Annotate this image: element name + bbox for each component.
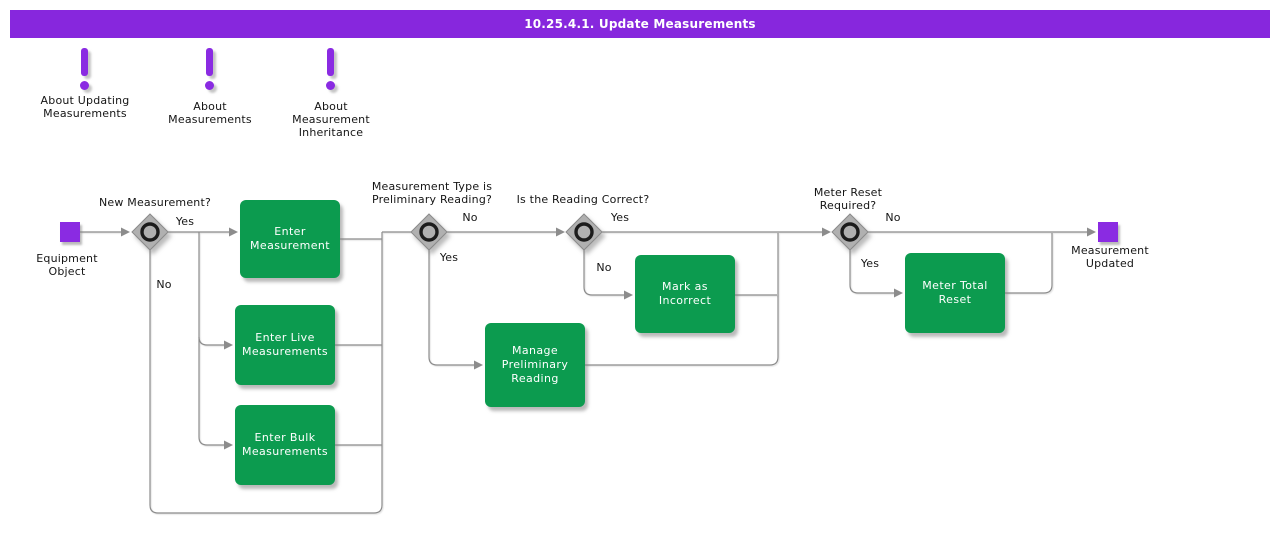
exclamation-icon[interactable]	[327, 48, 334, 76]
decision-new-measurement	[131, 213, 169, 251]
branch-no-label: No	[885, 211, 901, 224]
task-mark-as-incorrect[interactable]: Mark as Incorrect	[635, 255, 735, 333]
decision-meter-reset-required	[831, 213, 869, 251]
note-label[interactable]: About Measurements	[168, 100, 252, 126]
task-meter-total-reset[interactable]: Meter Total Reset	[905, 253, 1005, 333]
branch-yes-label: Yes	[175, 215, 195, 228]
decision-question: Measurement Type is Preliminary Reading?	[371, 180, 493, 206]
diagram-title: 10.25.4.1. Update Measurements	[10, 10, 1270, 38]
start-node-equipment-object	[60, 222, 80, 242]
decision-question: New Measurement?	[98, 196, 212, 209]
end-node-label: Measurement Updated	[1071, 244, 1149, 270]
branch-yes-label: Yes	[860, 257, 880, 270]
decision-question: Meter Reset Required?	[813, 186, 883, 212]
branch-no-label: No	[156, 278, 172, 291]
exclamation-icon[interactable]	[81, 48, 88, 76]
decision-measurement-type-preliminary	[410, 213, 448, 251]
decision-reading-correct	[565, 213, 603, 251]
connector-lines	[80, 231, 1087, 514]
task-enter-live-measurements[interactable]: Enter Live Measurements	[235, 305, 335, 385]
task-enter-measurement[interactable]: Enter Measurement	[240, 200, 340, 278]
exclamation-icon[interactable]	[206, 48, 213, 76]
exclamation-dot-icon[interactable]	[80, 81, 89, 90]
note-label[interactable]: About Measurement Inheritance	[292, 100, 370, 139]
branch-yes-label: Yes	[610, 211, 630, 224]
task-manage-preliminary-reading[interactable]: Manage Preliminary Reading	[485, 323, 585, 407]
exclamation-dot-icon[interactable]	[205, 81, 214, 90]
exclamation-dot-icon[interactable]	[326, 81, 335, 90]
end-node-measurement-updated	[1098, 222, 1118, 242]
decision-question: Is the Reading Correct?	[516, 193, 650, 206]
arrowheads	[121, 227, 1096, 450]
branch-yes-label: Yes	[439, 251, 459, 264]
branch-no-label: No	[596, 261, 612, 274]
note-label[interactable]: About Updating Measurements	[40, 94, 130, 120]
start-node-label: Equipment Object	[36, 252, 98, 278]
branch-no-label: No	[462, 211, 478, 224]
task-enter-bulk-measurements[interactable]: Enter Bulk Measurements	[235, 405, 335, 485]
